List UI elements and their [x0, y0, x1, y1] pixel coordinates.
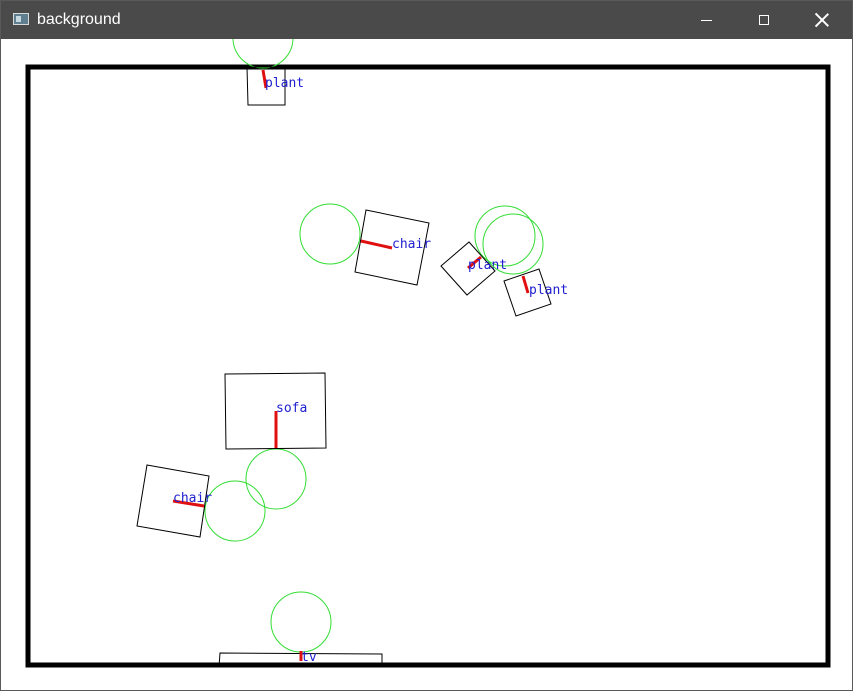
maximize-icon — [759, 15, 769, 25]
clearance-circle — [204, 480, 266, 542]
object-footprint — [440, 241, 496, 296]
object-label: plant — [529, 283, 568, 298]
object-footprint — [354, 209, 430, 286]
window-title: background — [37, 11, 121, 28]
object-footprint — [246, 66, 286, 106]
minimize-button[interactable] — [677, 1, 735, 39]
clearance-circle — [474, 205, 536, 267]
object-label: tv — [301, 650, 317, 665]
object-chair: chair — [136, 464, 266, 542]
object-footprint — [136, 464, 210, 538]
clearance-circle — [299, 203, 361, 265]
clearance-circle — [232, 39, 294, 69]
direction-indicator — [172, 499, 205, 508]
object-footprint — [224, 372, 327, 450]
room-layout-scene: plant chair plant plant — [25, 39, 831, 668]
image-canvas: plant chair plant plant — [1, 39, 852, 690]
room-border — [25, 64, 831, 668]
direction-indicator — [360, 239, 393, 250]
close-button[interactable] — [793, 1, 851, 39]
object-label: plant — [265, 76, 304, 91]
object-footprint — [218, 652, 383, 668]
object-chair: chair — [299, 203, 431, 286]
object-footprint — [503, 268, 552, 317]
object-label: chair — [392, 237, 431, 252]
object-label: chair — [173, 491, 212, 506]
object-plant: plant — [482, 213, 568, 317]
direction-indicator — [521, 275, 530, 294]
object-plant: plant — [440, 205, 536, 296]
clearance-circle — [270, 591, 332, 653]
object-label: sofa — [276, 401, 307, 416]
direction-indicator — [261, 69, 268, 89]
object-tv: tv — [218, 591, 383, 668]
direction-indicator — [467, 255, 482, 270]
object-sofa: sofa — [224, 372, 327, 510]
clearance-circle — [482, 213, 544, 275]
minimize-icon — [700, 19, 712, 21]
object-plant: plant — [232, 39, 304, 106]
close-icon — [815, 13, 829, 27]
title-bar[interactable]: background — [1, 1, 852, 39]
maximize-button[interactable] — [735, 1, 793, 39]
window-app-icon — [13, 13, 29, 25]
clearance-circle — [245, 448, 307, 510]
